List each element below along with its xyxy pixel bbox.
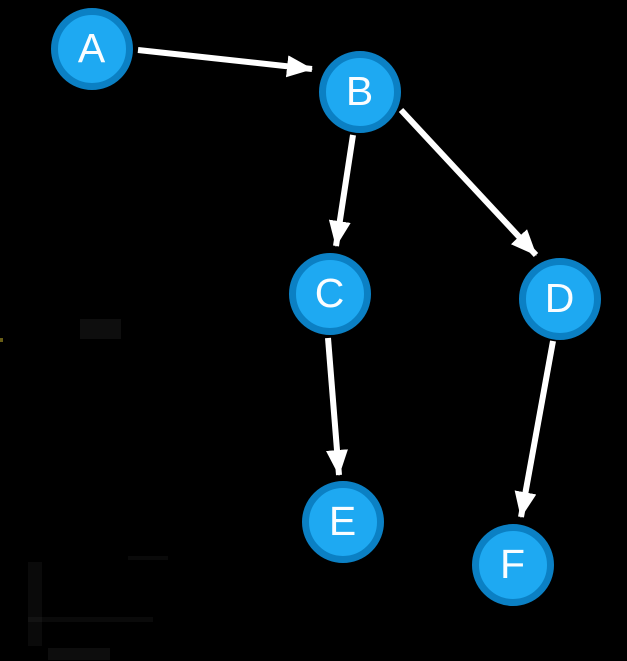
edge-B-D (398, 107, 539, 258)
graph-node-E[interactable]: E (302, 481, 384, 563)
background-artifact (28, 617, 153, 622)
node-label: E (328, 497, 358, 544)
background-artifact (28, 562, 42, 646)
background-artifact (128, 556, 168, 560)
edge-C-E (325, 337, 348, 476)
node-label: B (345, 67, 375, 114)
node-label: F (499, 540, 527, 587)
background-artifact (48, 648, 110, 660)
node-label: C (314, 269, 346, 316)
graph-node-D[interactable]: D (519, 258, 601, 340)
node-label: A (77, 24, 107, 71)
graph-node-F[interactable]: F (472, 524, 554, 606)
edge-B-C (328, 134, 356, 247)
edge-A-B (137, 47, 313, 78)
graph-node-A[interactable]: A (51, 8, 133, 90)
background-artifact (0, 338, 3, 342)
background-artifact (80, 319, 121, 339)
edge-D-F (514, 340, 556, 518)
node-label: D (544, 274, 576, 321)
graph-node-C[interactable]: C (289, 253, 371, 335)
graph-node-B[interactable]: B (319, 51, 401, 133)
